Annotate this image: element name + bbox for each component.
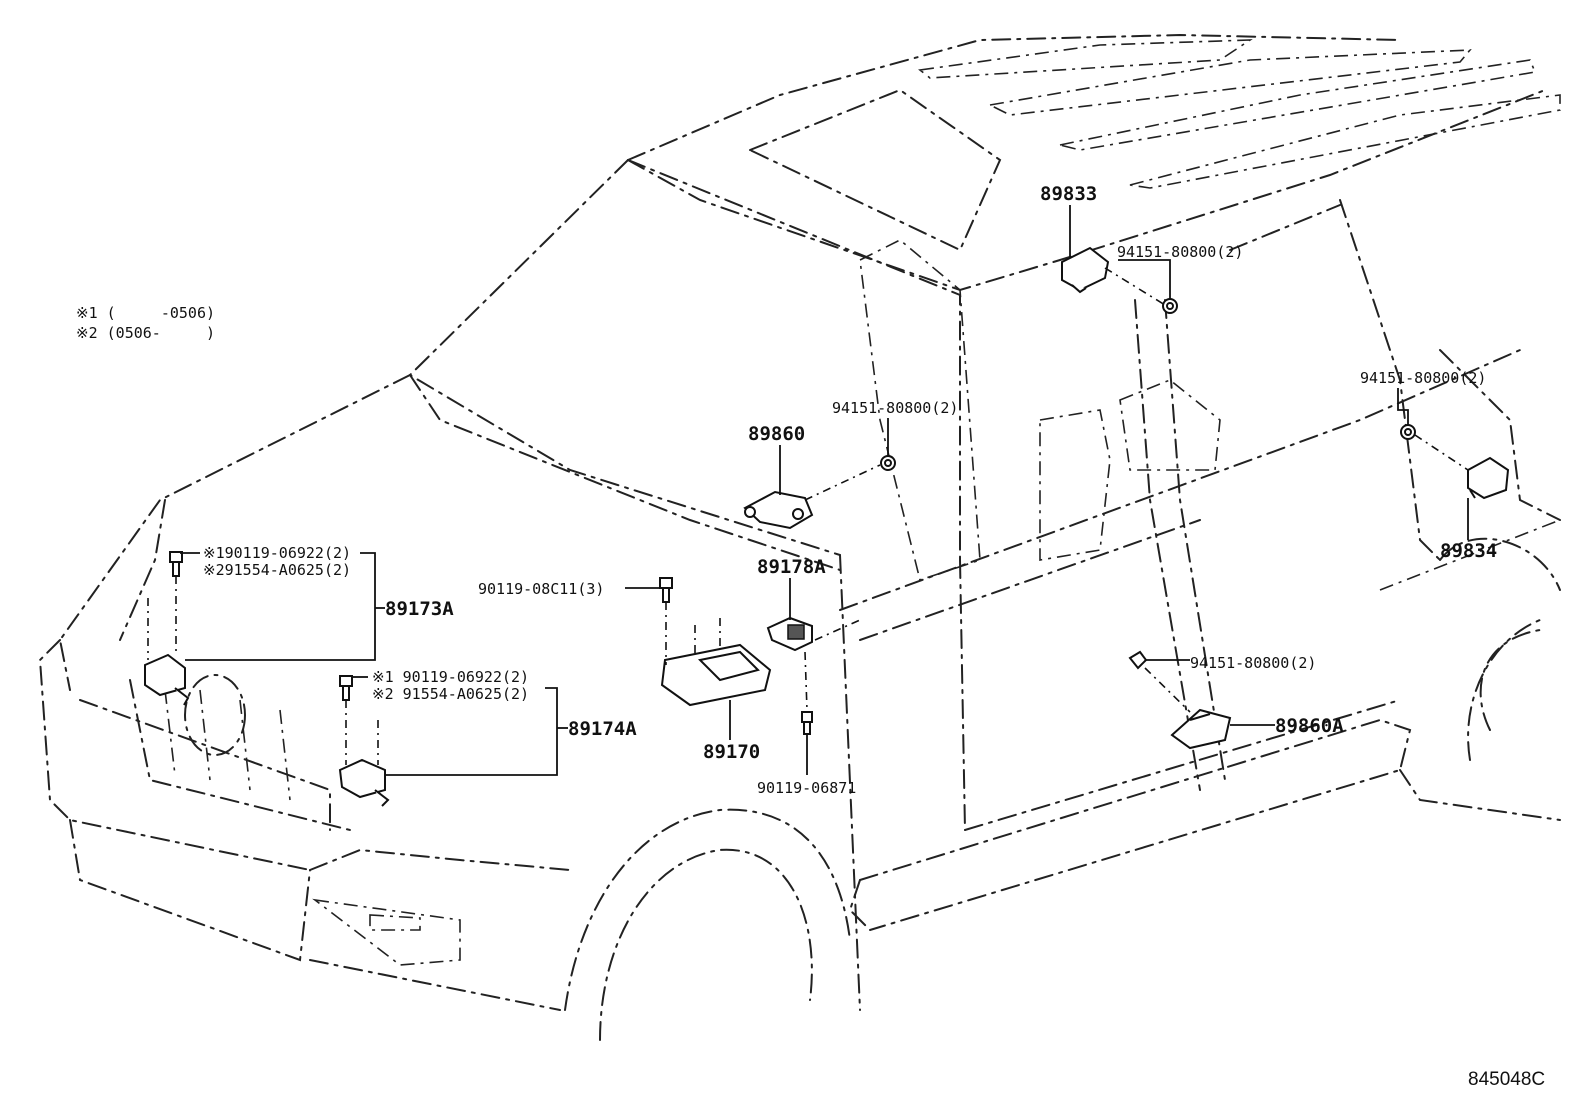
part-label-89178A: 89178A — [757, 556, 826, 578]
part-label-89860: 89860 — [748, 423, 805, 445]
sensor-89174A-icon — [338, 758, 390, 807]
clip-icon — [1128, 650, 1148, 670]
bolt-icon — [801, 711, 813, 735]
nut-icon — [1162, 298, 1178, 314]
bolt-icon — [339, 675, 353, 701]
note-2: ※2 (0506- ) — [76, 324, 215, 342]
sensor-89834-icon — [1467, 456, 1510, 500]
ecu-89170-icon — [660, 643, 772, 707]
figure-code: 845048C — [1468, 1069, 1545, 1090]
sensor-89833-icon — [1061, 246, 1110, 294]
fastener-label: 94151-80800(2) — [1360, 369, 1486, 387]
fastener-label: ※1 90119-06922(2) — [372, 668, 529, 686]
bolt-icon — [169, 551, 183, 577]
part-label-89170: 89170 — [703, 741, 760, 763]
fastener-label: 90119-06871 — [757, 779, 856, 797]
part-label-89860A: 89860A — [1275, 715, 1344, 737]
fastener-label: 90119-08C11(3) — [478, 580, 604, 598]
note-1: ※1 ( -0506) — [76, 304, 215, 322]
part-label-89174A: 89174A — [568, 718, 637, 740]
nut-icon — [880, 455, 896, 471]
part-label-89173A: 89173A — [385, 598, 454, 620]
fastener-label: ※2 91554-A0625(2) — [372, 685, 529, 703]
fastener-label: 94151-80800(2) — [1117, 243, 1243, 261]
notes: ※1 ( -0506) ※2 (0506- ) — [76, 304, 215, 342]
sensor-89860-icon — [743, 490, 814, 530]
fastener-label: 94151-80800(2) — [832, 399, 958, 417]
sensor-89860A-icon — [1170, 708, 1232, 750]
leader-lines — [147, 205, 1469, 776]
nut-icon — [1400, 424, 1416, 440]
bolt-icon — [659, 577, 673, 603]
fastener-label: 94151-80800(2) — [1190, 654, 1316, 672]
part-label-89833: 89833 — [1040, 183, 1097, 205]
sensor-89178A-icon — [766, 616, 813, 652]
fastener-label: ※190119-06922(2) — [203, 544, 351, 562]
part-label-89834: 89834 — [1440, 540, 1497, 562]
fastener-label: ※291554-A0625(2) — [203, 561, 351, 579]
sensor-89173A-icon — [144, 653, 190, 706]
vehicle-outline — [38, 33, 1561, 1041]
